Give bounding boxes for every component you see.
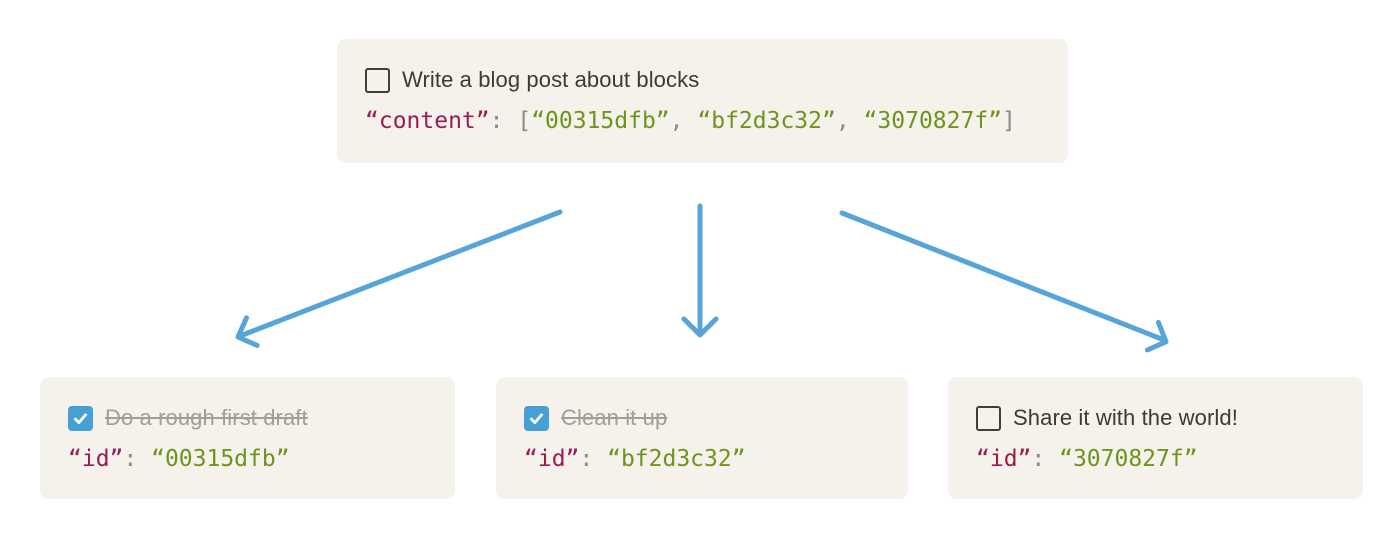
id-code-line: “id”: “bf2d3c32” bbox=[524, 445, 880, 473]
arrow-to-child-1-icon bbox=[235, 209, 563, 348]
checkmark-icon bbox=[530, 413, 543, 424]
code-colon: : bbox=[123, 446, 152, 472]
code-key: “id” bbox=[976, 446, 1032, 472]
todo-row: Share it with the world! bbox=[976, 404, 1335, 432]
code-id-value: “bf2d3c32” bbox=[607, 446, 746, 472]
child-block-card-3: Share it with the world! “id”: “3070827f… bbox=[948, 377, 1363, 499]
todo-checkbox-icon[interactable] bbox=[524, 405, 549, 431]
code-colon: : bbox=[579, 446, 608, 472]
code-id-value: “3070827f” bbox=[1059, 446, 1198, 472]
code-id-3: “3070827f” bbox=[863, 108, 1003, 134]
code-id-2: “bf2d3c32” bbox=[697, 108, 836, 134]
todo-label: Share it with the world! bbox=[1013, 405, 1238, 430]
code-key: “id” bbox=[524, 446, 580, 472]
code-open-bracket: [ bbox=[517, 108, 532, 134]
arrow-to-child-3-icon bbox=[839, 210, 1169, 353]
todo-row: Do a rough first draft bbox=[68, 404, 427, 432]
todo-checkbox-icon[interactable] bbox=[365, 67, 390, 93]
todo-checkbox-icon[interactable] bbox=[976, 405, 1001, 431]
code-key: “id” bbox=[68, 446, 124, 472]
code-comma: , bbox=[835, 108, 864, 134]
todo-label: Write a blog post about blocks bbox=[402, 67, 700, 92]
id-code-line: “id”: “3070827f” bbox=[976, 445, 1335, 473]
id-code-line: “id”: “00315dfb” bbox=[68, 445, 427, 473]
code-colon: : bbox=[489, 108, 518, 134]
code-id-1: “00315dfb” bbox=[531, 108, 670, 134]
todo-label: Clean it up bbox=[561, 405, 668, 430]
code-close-bracket: ] bbox=[1002, 108, 1016, 134]
code-colon: : bbox=[1031, 446, 1060, 472]
parent-block-card: Write a blog post about blocks “content”… bbox=[337, 39, 1068, 163]
child-block-card-1: Do a rough first draft “id”: “00315dfb” bbox=[40, 377, 455, 499]
todo-row: Write a blog post about blocks bbox=[365, 66, 1040, 94]
child-block-card-2: Clean it up “id”: “bf2d3c32” bbox=[496, 377, 908, 499]
todo-label: Do a rough first draft bbox=[105, 405, 308, 430]
todo-row: Clean it up bbox=[524, 404, 880, 432]
content-code-line: “content”: [“00315dfb”, “bf2d3c32”, “307… bbox=[365, 107, 1040, 135]
todo-checkbox-icon[interactable] bbox=[68, 405, 93, 431]
code-key: “content” bbox=[365, 108, 490, 134]
checkmark-icon bbox=[74, 413, 87, 424]
code-id-value: “00315dfb” bbox=[151, 446, 290, 472]
arrow-to-child-2-icon bbox=[681, 203, 719, 338]
code-comma: , bbox=[669, 108, 698, 134]
